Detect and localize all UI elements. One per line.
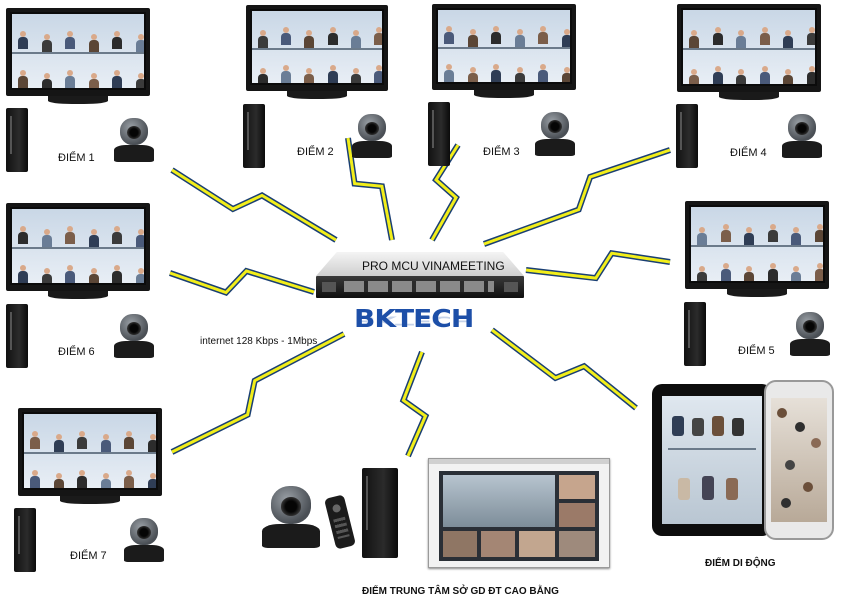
link-diem-1	[170, 167, 338, 243]
tv-diem-2	[246, 5, 388, 101]
camera-diem-3	[535, 112, 575, 156]
tv-diem-5	[685, 201, 829, 299]
center-site-label: ĐIỂM TRUNG TÂM SỞ GD ĐT CAO BẰNG	[362, 586, 559, 597]
link-diem-4	[482, 147, 671, 247]
mobile-site-label: ĐIỂM DI ĐỘNG	[705, 558, 776, 569]
camera-diem-1	[114, 118, 154, 162]
bandwidth-label: internet 128 Kbps - 1Mbps	[200, 336, 318, 347]
pc-tower-diem-3	[428, 102, 450, 166]
camera-diem-6	[114, 314, 154, 358]
bktech-logo: BKTECH BKTECH	[354, 303, 474, 334]
site-label-diem-1: ĐIỂM 1	[58, 152, 95, 164]
tv-diem-6	[6, 203, 150, 301]
tablet-device	[652, 384, 772, 536]
link-center	[399, 350, 430, 458]
site-label-diem-6: ĐIỂM 6	[58, 346, 95, 358]
camera-diem-4	[782, 114, 822, 158]
link-diem-5	[525, 249, 671, 282]
site-label-diem-4: ĐIỂM 4	[730, 147, 767, 159]
pc-tower-diem-7	[14, 508, 36, 572]
camera-diem-5	[790, 312, 830, 356]
site-label-diem-7: ĐIỂM 7	[70, 550, 107, 562]
mcu-server	[316, 252, 524, 298]
projection-screen	[428, 458, 610, 568]
site-label-diem-2: ĐIỂM 2	[297, 146, 334, 158]
link-diem-6	[169, 267, 315, 296]
tv-diem-1	[6, 8, 150, 106]
site-label-diem-3: ĐIỂM 3	[483, 146, 520, 158]
camera-diem-7	[124, 518, 164, 562]
tv-diem-4	[677, 4, 821, 102]
bktech-logo-text: BKTECH	[354, 303, 474, 334]
tv-diem-3	[432, 4, 576, 100]
link-diem-7	[170, 331, 346, 455]
mcu-label: PRO MCU VINAMEETING	[362, 259, 505, 273]
pc-tower-diem-1	[6, 108, 28, 172]
site-label-diem-5: ĐIỂM 5	[738, 345, 775, 357]
camera-diem-2	[352, 114, 392, 158]
link-diem-2	[345, 137, 395, 241]
pc-tower-diem-5	[684, 302, 706, 366]
pc-tower-diem-4	[676, 104, 698, 168]
tv-diem-7	[18, 408, 162, 506]
pc-tower-center	[362, 468, 398, 558]
smartphone-device	[764, 380, 834, 540]
link-mobile	[490, 327, 638, 411]
camera-center	[262, 486, 320, 548]
pc-tower-diem-6	[6, 304, 28, 368]
pc-tower-diem-2	[243, 104, 265, 168]
